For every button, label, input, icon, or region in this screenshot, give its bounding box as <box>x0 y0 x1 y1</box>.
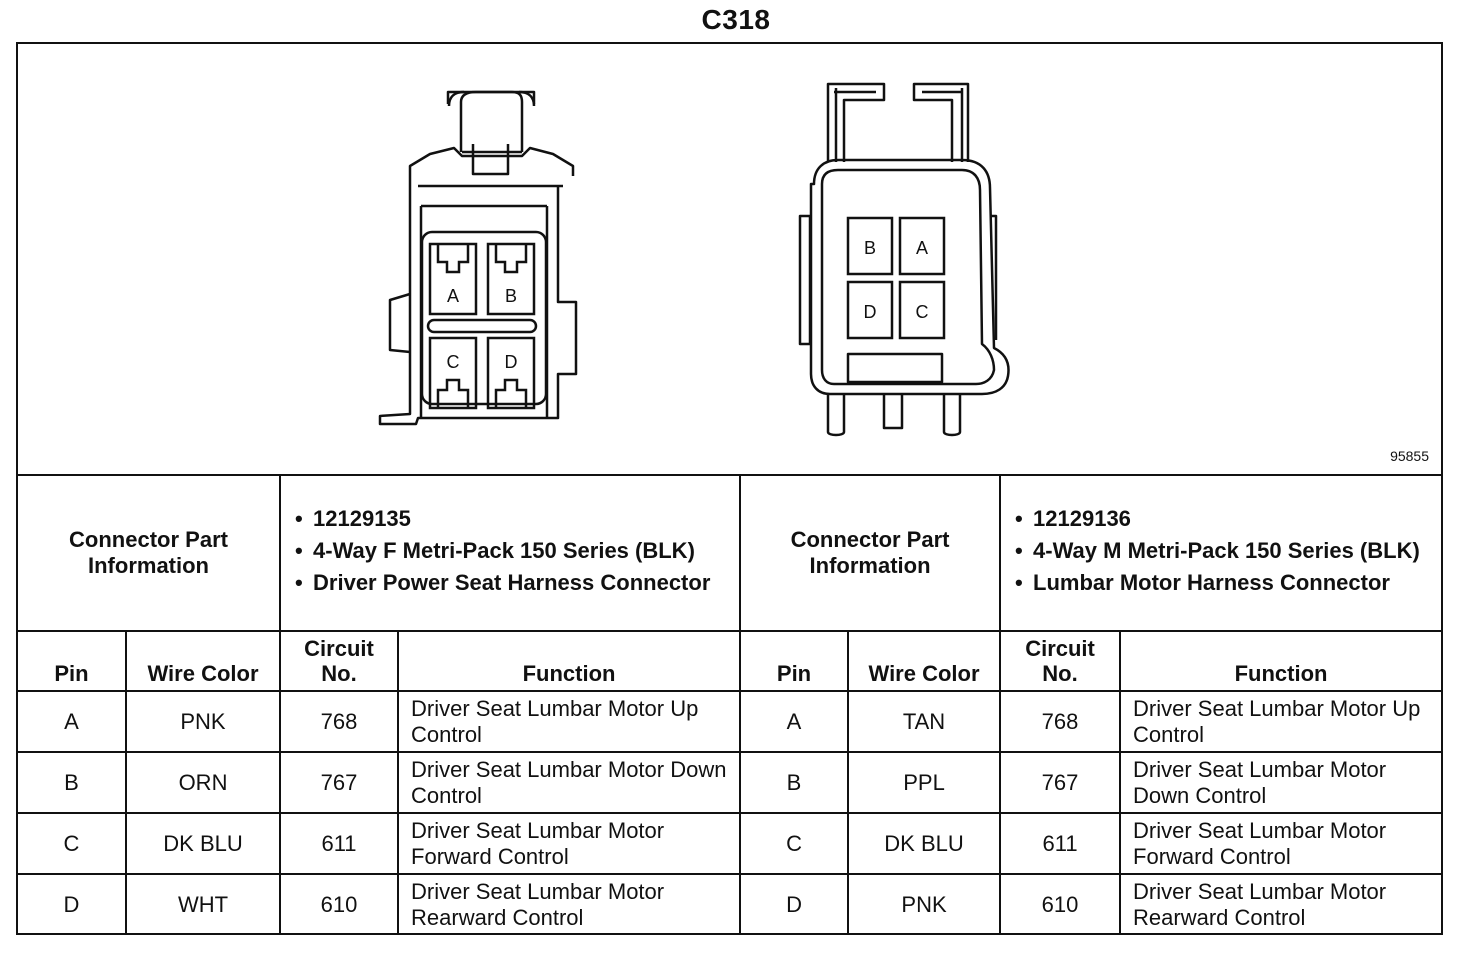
cavity-c-label: C <box>916 302 929 322</box>
female-connector-drawing <box>378 90 578 426</box>
left-circuit: 768 <box>279 690 400 753</box>
table-row: C DK BLU 611 Driver Seat Lumbar Motor Fo… <box>18 812 1442 875</box>
left-wire-color: ORN <box>124 751 282 814</box>
connector-drawing-area: A B C D <box>18 44 1441 476</box>
left-connector-description: Driver Power Seat Harness Connector <box>289 570 731 596</box>
cavity-a-outline <box>898 216 946 276</box>
right-wire-color-header: Wire Color <box>847 630 1002 692</box>
right-connector-info: 12129136 4-Way M Metri-Pack 150 Series (… <box>999 476 1442 632</box>
table-row: B ORN 767 Driver Seat Lumbar Motor Down … <box>18 751 1442 814</box>
left-wire-color-header: Wire Color <box>124 630 282 692</box>
left-pin: A <box>18 690 127 753</box>
right-function: Driver Seat Lumbar Motor Up Control <box>1119 690 1442 753</box>
cavity-b-outline <box>846 216 894 276</box>
right-pin: D <box>739 873 850 935</box>
cavity-d-label: D <box>505 352 518 372</box>
left-function-header: Function <box>397 630 742 692</box>
right-circuit: 611 <box>999 812 1122 875</box>
right-connector-type: 4-Way M Metri-Pack 150 Series (BLK) <box>1009 538 1433 564</box>
cavity-c-outline <box>898 280 946 340</box>
right-function: Driver Seat Lumbar Motor Forward Control <box>1119 812 1442 875</box>
figure-number: 95855 <box>1390 448 1429 464</box>
left-part-number: 12129135 <box>289 506 731 532</box>
right-connector-description: Lumbar Motor Harness Connector <box>1009 570 1433 596</box>
right-part-number: 12129136 <box>1009 506 1433 532</box>
cavity-b-outline <box>486 242 536 316</box>
cavity-a-outline <box>428 242 478 316</box>
left-wire-color: WHT <box>124 873 282 935</box>
left-pin-header: Pin <box>18 630 127 692</box>
table-header-row: Pin Wire Color Circuit No. Function Pin … <box>18 630 1442 692</box>
left-function: Driver Seat Lumbar Motor Rearward Contro… <box>397 873 742 935</box>
right-function: Driver Seat Lumbar Motor Rearward Contro… <box>1119 873 1442 935</box>
connector-chart-frame: A B C D <box>16 42 1443 935</box>
left-pin: B <box>18 751 127 814</box>
right-wire-color: PPL <box>847 751 1002 814</box>
pinout-table: Connector Part Information 12129135 4-Wa… <box>18 476 1442 935</box>
right-circuit: 767 <box>999 751 1122 814</box>
left-pin: C <box>18 812 127 875</box>
left-pin: D <box>18 873 127 935</box>
left-circuit: 767 <box>279 751 400 814</box>
left-wire-color: PNK <box>124 690 282 753</box>
left-wire-color: DK BLU <box>124 812 282 875</box>
cavity-d-outline <box>486 336 536 410</box>
left-connector-type: 4-Way F Metri-Pack 150 Series (BLK) <box>289 538 731 564</box>
male-connector-drawing <box>798 82 1010 437</box>
cavity-c-outline <box>428 336 478 410</box>
cavity-d-outline <box>846 280 894 340</box>
left-function: Driver Seat Lumbar Motor Up Control <box>397 690 742 753</box>
right-circuit: 610 <box>999 873 1122 935</box>
page-title: C318 <box>701 4 771 35</box>
right-pin: A <box>739 690 850 753</box>
cavity-d-label: D <box>864 302 877 322</box>
female-cavities: A B C D <box>428 242 536 410</box>
left-circuit: 611 <box>279 812 400 875</box>
right-pin-header: Pin <box>739 630 850 692</box>
table-row: D WHT 610 Driver Seat Lumbar Motor Rearw… <box>18 873 1442 935</box>
connector-info-row: Connector Part Information 12129135 4-Wa… <box>18 476 1442 632</box>
right-wire-color: PNK <box>847 873 1002 935</box>
cavity-b-label: B <box>505 286 517 306</box>
cavity-b-label: B <box>864 238 876 258</box>
left-function: Driver Seat Lumbar Motor Forward Control <box>397 812 742 875</box>
left-function: Driver Seat Lumbar Motor Down Control <box>397 751 742 814</box>
left-circuit: 610 <box>279 873 400 935</box>
table-row: A PNK 768 Driver Seat Lumbar Motor Up Co… <box>18 690 1442 753</box>
right-cpi-label: Connector Part Information <box>739 476 1002 632</box>
left-cpi-label: Connector Part Information <box>18 476 282 632</box>
right-pin: C <box>739 812 850 875</box>
left-circuit-header: Circuit No. <box>279 630 400 692</box>
cavity-a-label: A <box>916 238 928 258</box>
right-function: Driver Seat Lumbar Motor Down Control <box>1119 751 1442 814</box>
male-cavities: B A D C <box>846 216 946 340</box>
right-circuit: 768 <box>999 690 1122 753</box>
connector-drawings: A B C D <box>378 82 1010 437</box>
cavity-a-label: A <box>447 286 459 306</box>
right-wire-color: TAN <box>847 690 1002 753</box>
right-function-header: Function <box>1119 630 1442 692</box>
left-connector-info: 12129135 4-Way F Metri-Pack 150 Series (… <box>279 476 742 632</box>
cavity-c-label: C <box>447 352 460 372</box>
right-circuit-header: Circuit No. <box>999 630 1122 692</box>
right-wire-color: DK BLU <box>847 812 1002 875</box>
right-pin: B <box>739 751 850 814</box>
